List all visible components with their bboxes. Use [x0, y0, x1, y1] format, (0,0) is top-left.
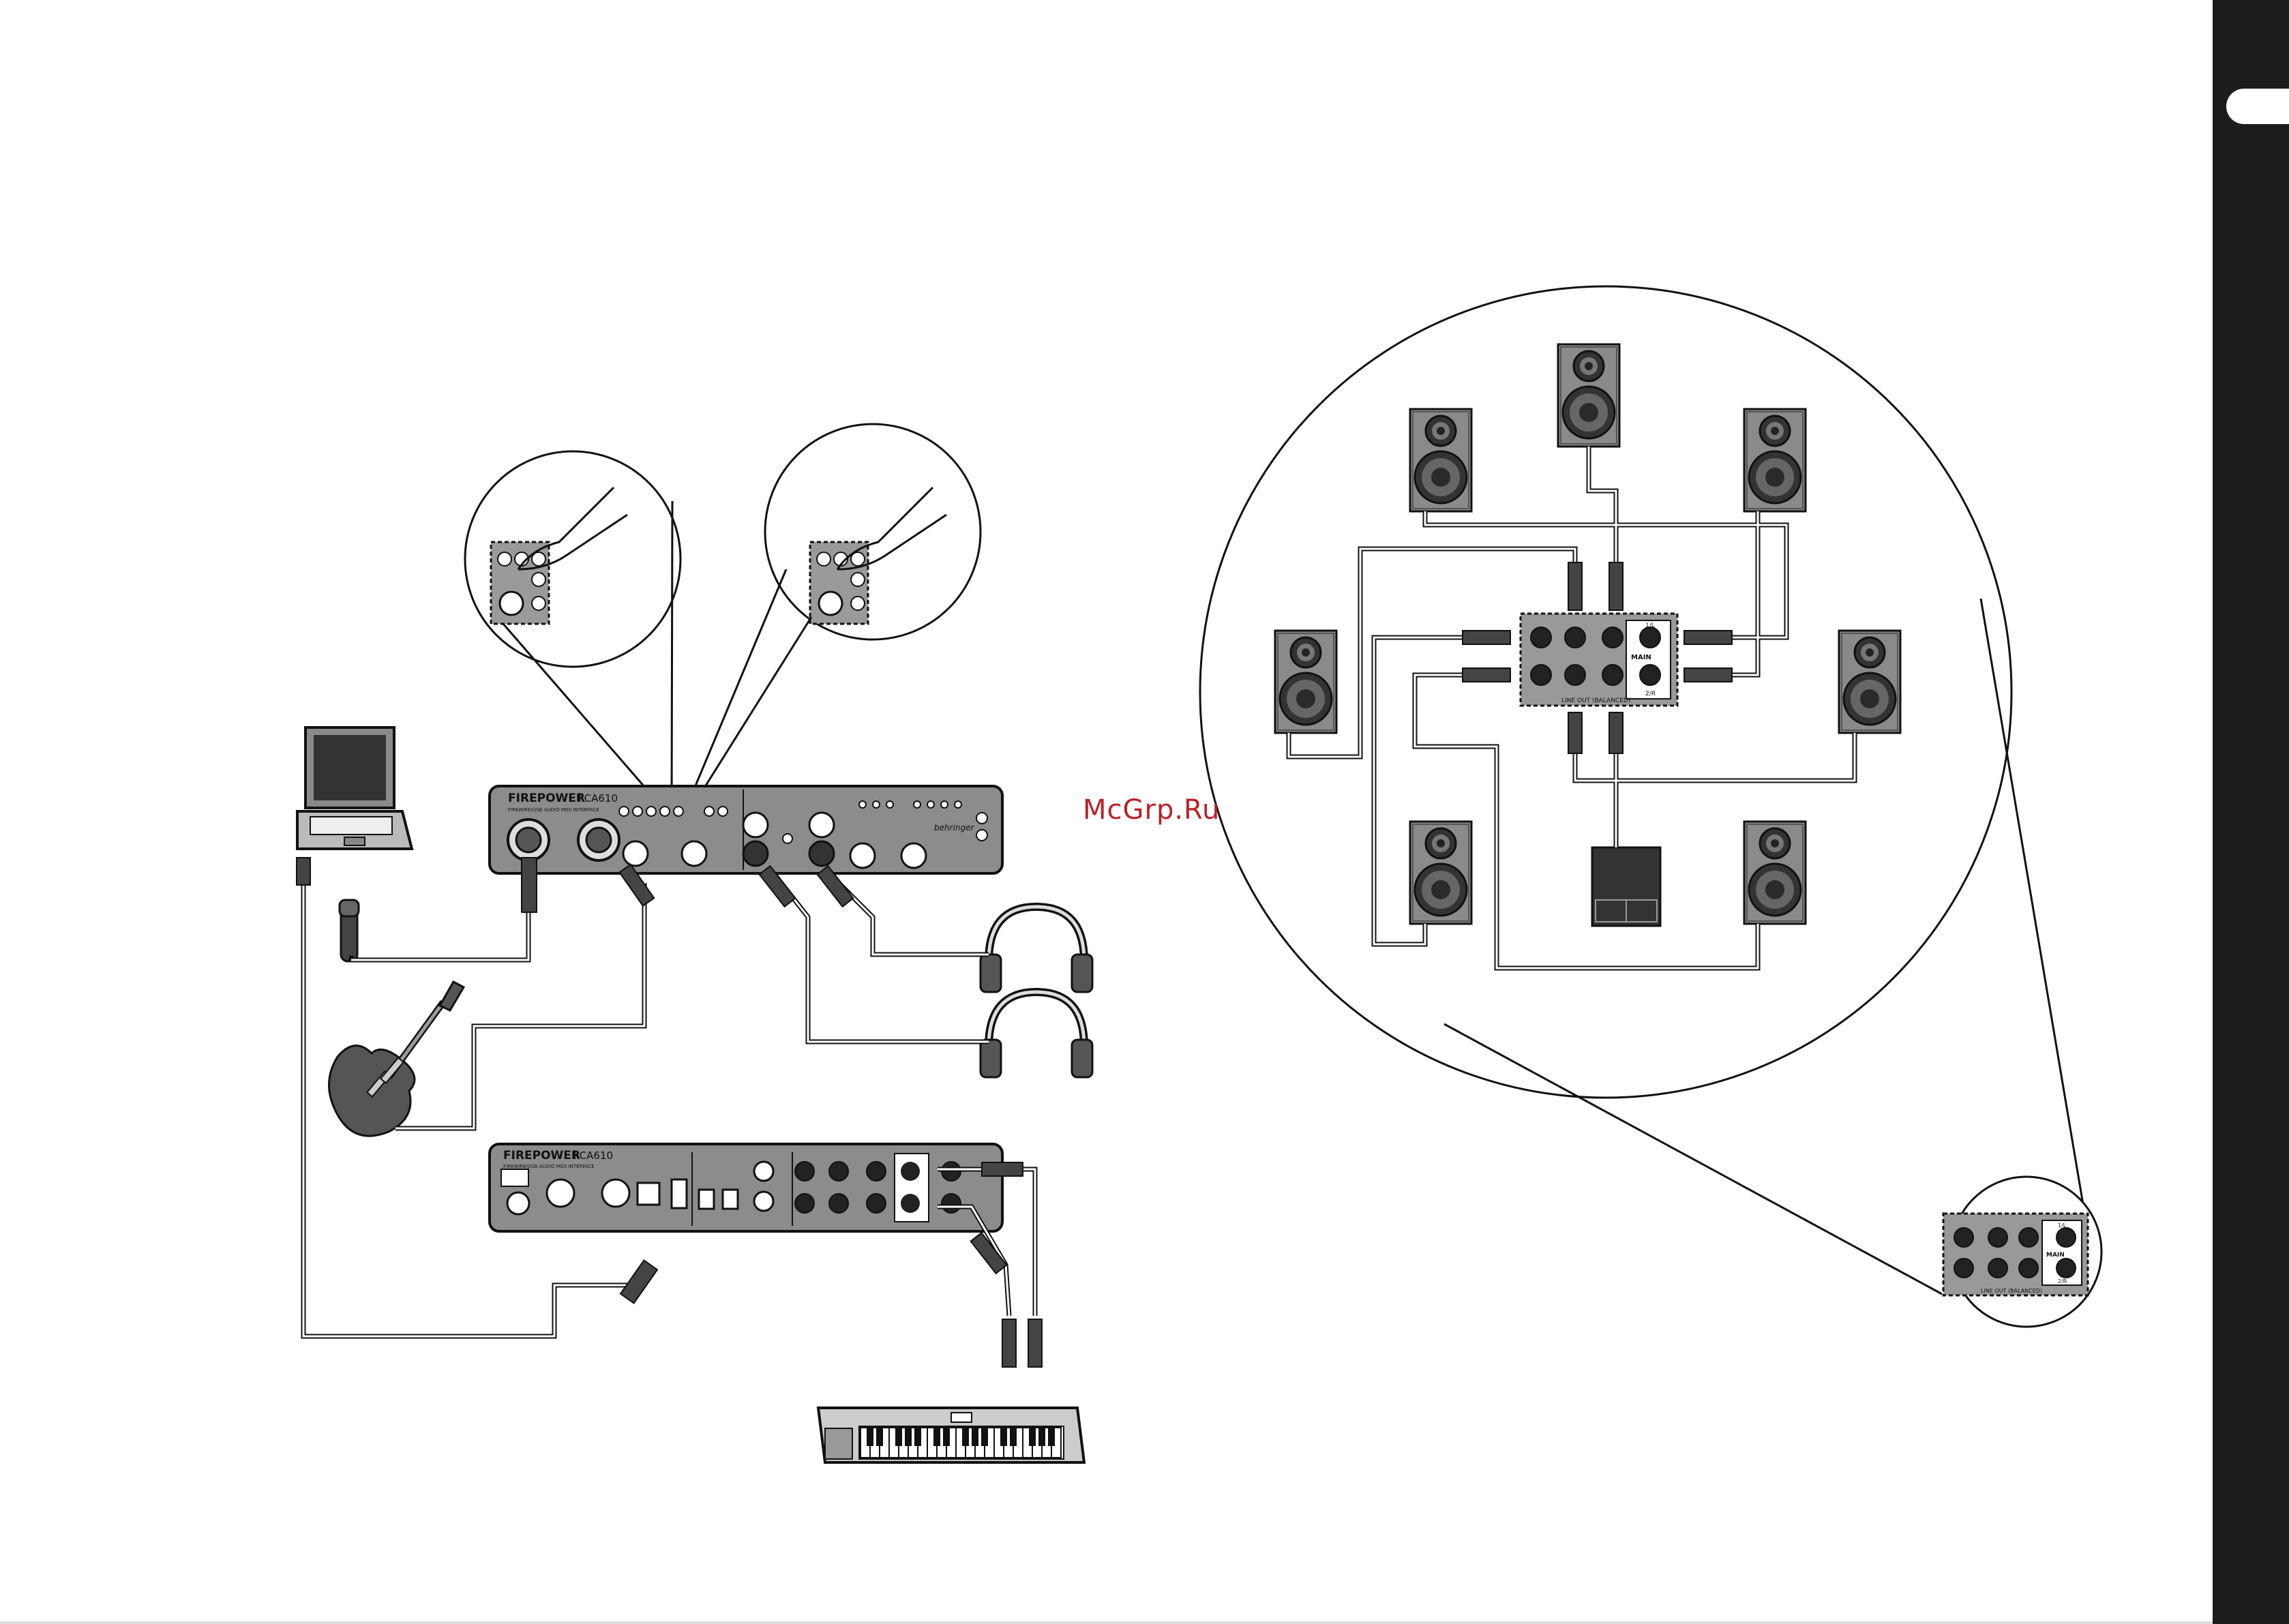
surround-zoom-circle: [1200, 286, 2101, 1327]
center-panel-main: MAIN: [1631, 654, 1651, 661]
black-key: [915, 1428, 921, 1445]
front-panel-logo: behringer: [934, 823, 974, 832]
black-key: [1001, 1428, 1006, 1445]
black-key: [972, 1428, 978, 1445]
black-key: [963, 1428, 968, 1445]
chapter-tab-notch: [2226, 89, 2289, 124]
center-panel-jack-1: 1/L: [1645, 622, 1655, 629]
speaker-side-right: [1839, 631, 1900, 733]
speaker-center: [1558, 344, 1619, 447]
speaker-front-left: [1410, 409, 1471, 511]
microphone: [340, 900, 359, 961]
headphones-2: [981, 992, 1092, 1077]
black-key: [1030, 1428, 1035, 1445]
black-key: [934, 1428, 940, 1445]
zoom-circle-left: [465, 451, 680, 818]
center-panel-caption: LINE OUT (BALANCED): [1561, 697, 1630, 704]
chapter-sidebar: [2213, 0, 2289, 1624]
left-cables: [303, 859, 1035, 1336]
speaker-front-right: [1744, 409, 1806, 511]
zoom-circle-right: [682, 424, 981, 818]
center-line-out-panel: MAIN 1/L 2/R LINE OUT (BALANCED): [1521, 614, 1677, 706]
rear-panel-brand: FIREPOWER: [503, 1149, 580, 1162]
speaker-rear-left: [1410, 822, 1471, 924]
black-key: [1039, 1428, 1045, 1445]
laptop: [297, 727, 412, 849]
rear-panel-model: FCA610: [573, 1149, 613, 1162]
zoom-panel-caption: LINE OUT (BALANCED): [1981, 1288, 2042, 1294]
electric-guitar: [329, 982, 464, 1136]
black-key: [906, 1428, 911, 1445]
black-key: [1011, 1428, 1016, 1445]
zoom-line-out-panel: MAIN 1/L 2/R LINE OUT (BALANCED): [1943, 1214, 2088, 1295]
black-key: [1049, 1428, 1054, 1445]
footer-rule: [0, 1621, 2213, 1624]
black-key: [867, 1428, 873, 1445]
center-panel-jack-2: 2/R: [1645, 691, 1656, 697]
black-key: [982, 1428, 987, 1445]
rear-panel: FIREPOWER FCA610 FIREWIRE/USB AUDIO MIDI…: [490, 1144, 1002, 1231]
black-key: [896, 1428, 901, 1445]
zoom-panel-jack-2: 2/R: [2058, 1278, 2067, 1284]
front-panel-brand: FIREPOWER: [508, 792, 585, 805]
black-key: [944, 1428, 949, 1445]
front-panel-model: FCA610: [578, 792, 618, 805]
headphones-1: [981, 907, 1092, 992]
speaker-side-left: [1275, 631, 1336, 733]
front-panel: FIREPOWER FCA610 FIREWIRE/USB AUDIO MIDI…: [490, 786, 1002, 873]
watermark: McGrp.Ru: [1083, 794, 1220, 826]
midi-keyboard: [818, 1408, 1084, 1462]
speaker-rear-right: [1744, 822, 1806, 924]
zoom-panel-jack-1: 1/L: [2058, 1222, 2067, 1229]
rear-panel-subtitle: FIREWIRE/USB AUDIO MIDI INTERFACE: [503, 1164, 595, 1169]
zoom-panel-main: MAIN: [2046, 1252, 2065, 1259]
subwoofer: [1592, 847, 1660, 926]
front-panel-subtitle: FIREWIRE/USB AUDIO MIDI INTERFACE: [508, 807, 599, 813]
black-key: [877, 1428, 882, 1445]
